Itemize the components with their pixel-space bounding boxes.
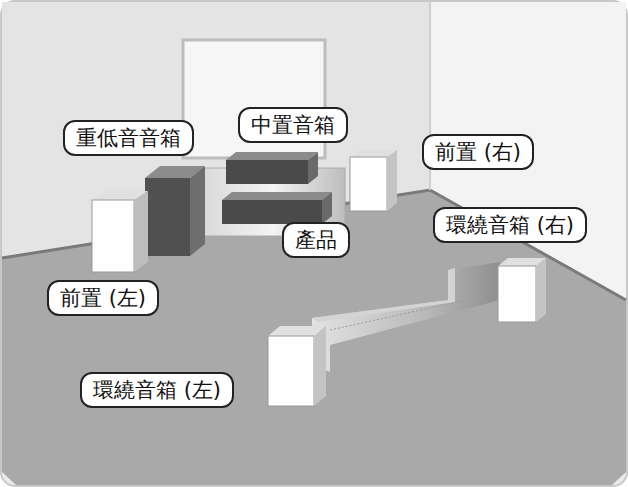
front-left-speaker bbox=[92, 191, 148, 272]
sofa bbox=[312, 262, 500, 372]
center-speaker bbox=[226, 152, 318, 184]
speaker-label: 環繞音箱 (右) bbox=[433, 207, 587, 243]
speaker-label: 環繞音箱 (左) bbox=[80, 372, 234, 408]
speaker-label: 重低音音箱 bbox=[63, 120, 194, 156]
speaker-label: 產品 bbox=[282, 222, 350, 258]
label-text: 前置 (左) bbox=[60, 285, 146, 311]
speaker-label: 前置 (左) bbox=[47, 280, 159, 316]
label-text: 重低音音箱 bbox=[76, 125, 181, 151]
label-text: 環繞音箱 (右) bbox=[446, 212, 574, 238]
surround-right-speaker bbox=[498, 258, 546, 322]
front-right-speaker bbox=[350, 150, 397, 211]
product bbox=[222, 192, 332, 224]
floor bbox=[2, 190, 626, 485]
surround-left-speaker bbox=[268, 326, 326, 406]
speaker-label: 中置音箱 bbox=[238, 107, 348, 143]
label-text: 產品 bbox=[295, 227, 337, 253]
subwoofer bbox=[145, 166, 205, 256]
label-text: 環繞音箱 (左) bbox=[93, 377, 221, 403]
speaker-label: 前置 (右) bbox=[422, 134, 534, 170]
label-text: 中置音箱 bbox=[251, 112, 335, 138]
label-text: 前置 (右) bbox=[435, 139, 521, 165]
